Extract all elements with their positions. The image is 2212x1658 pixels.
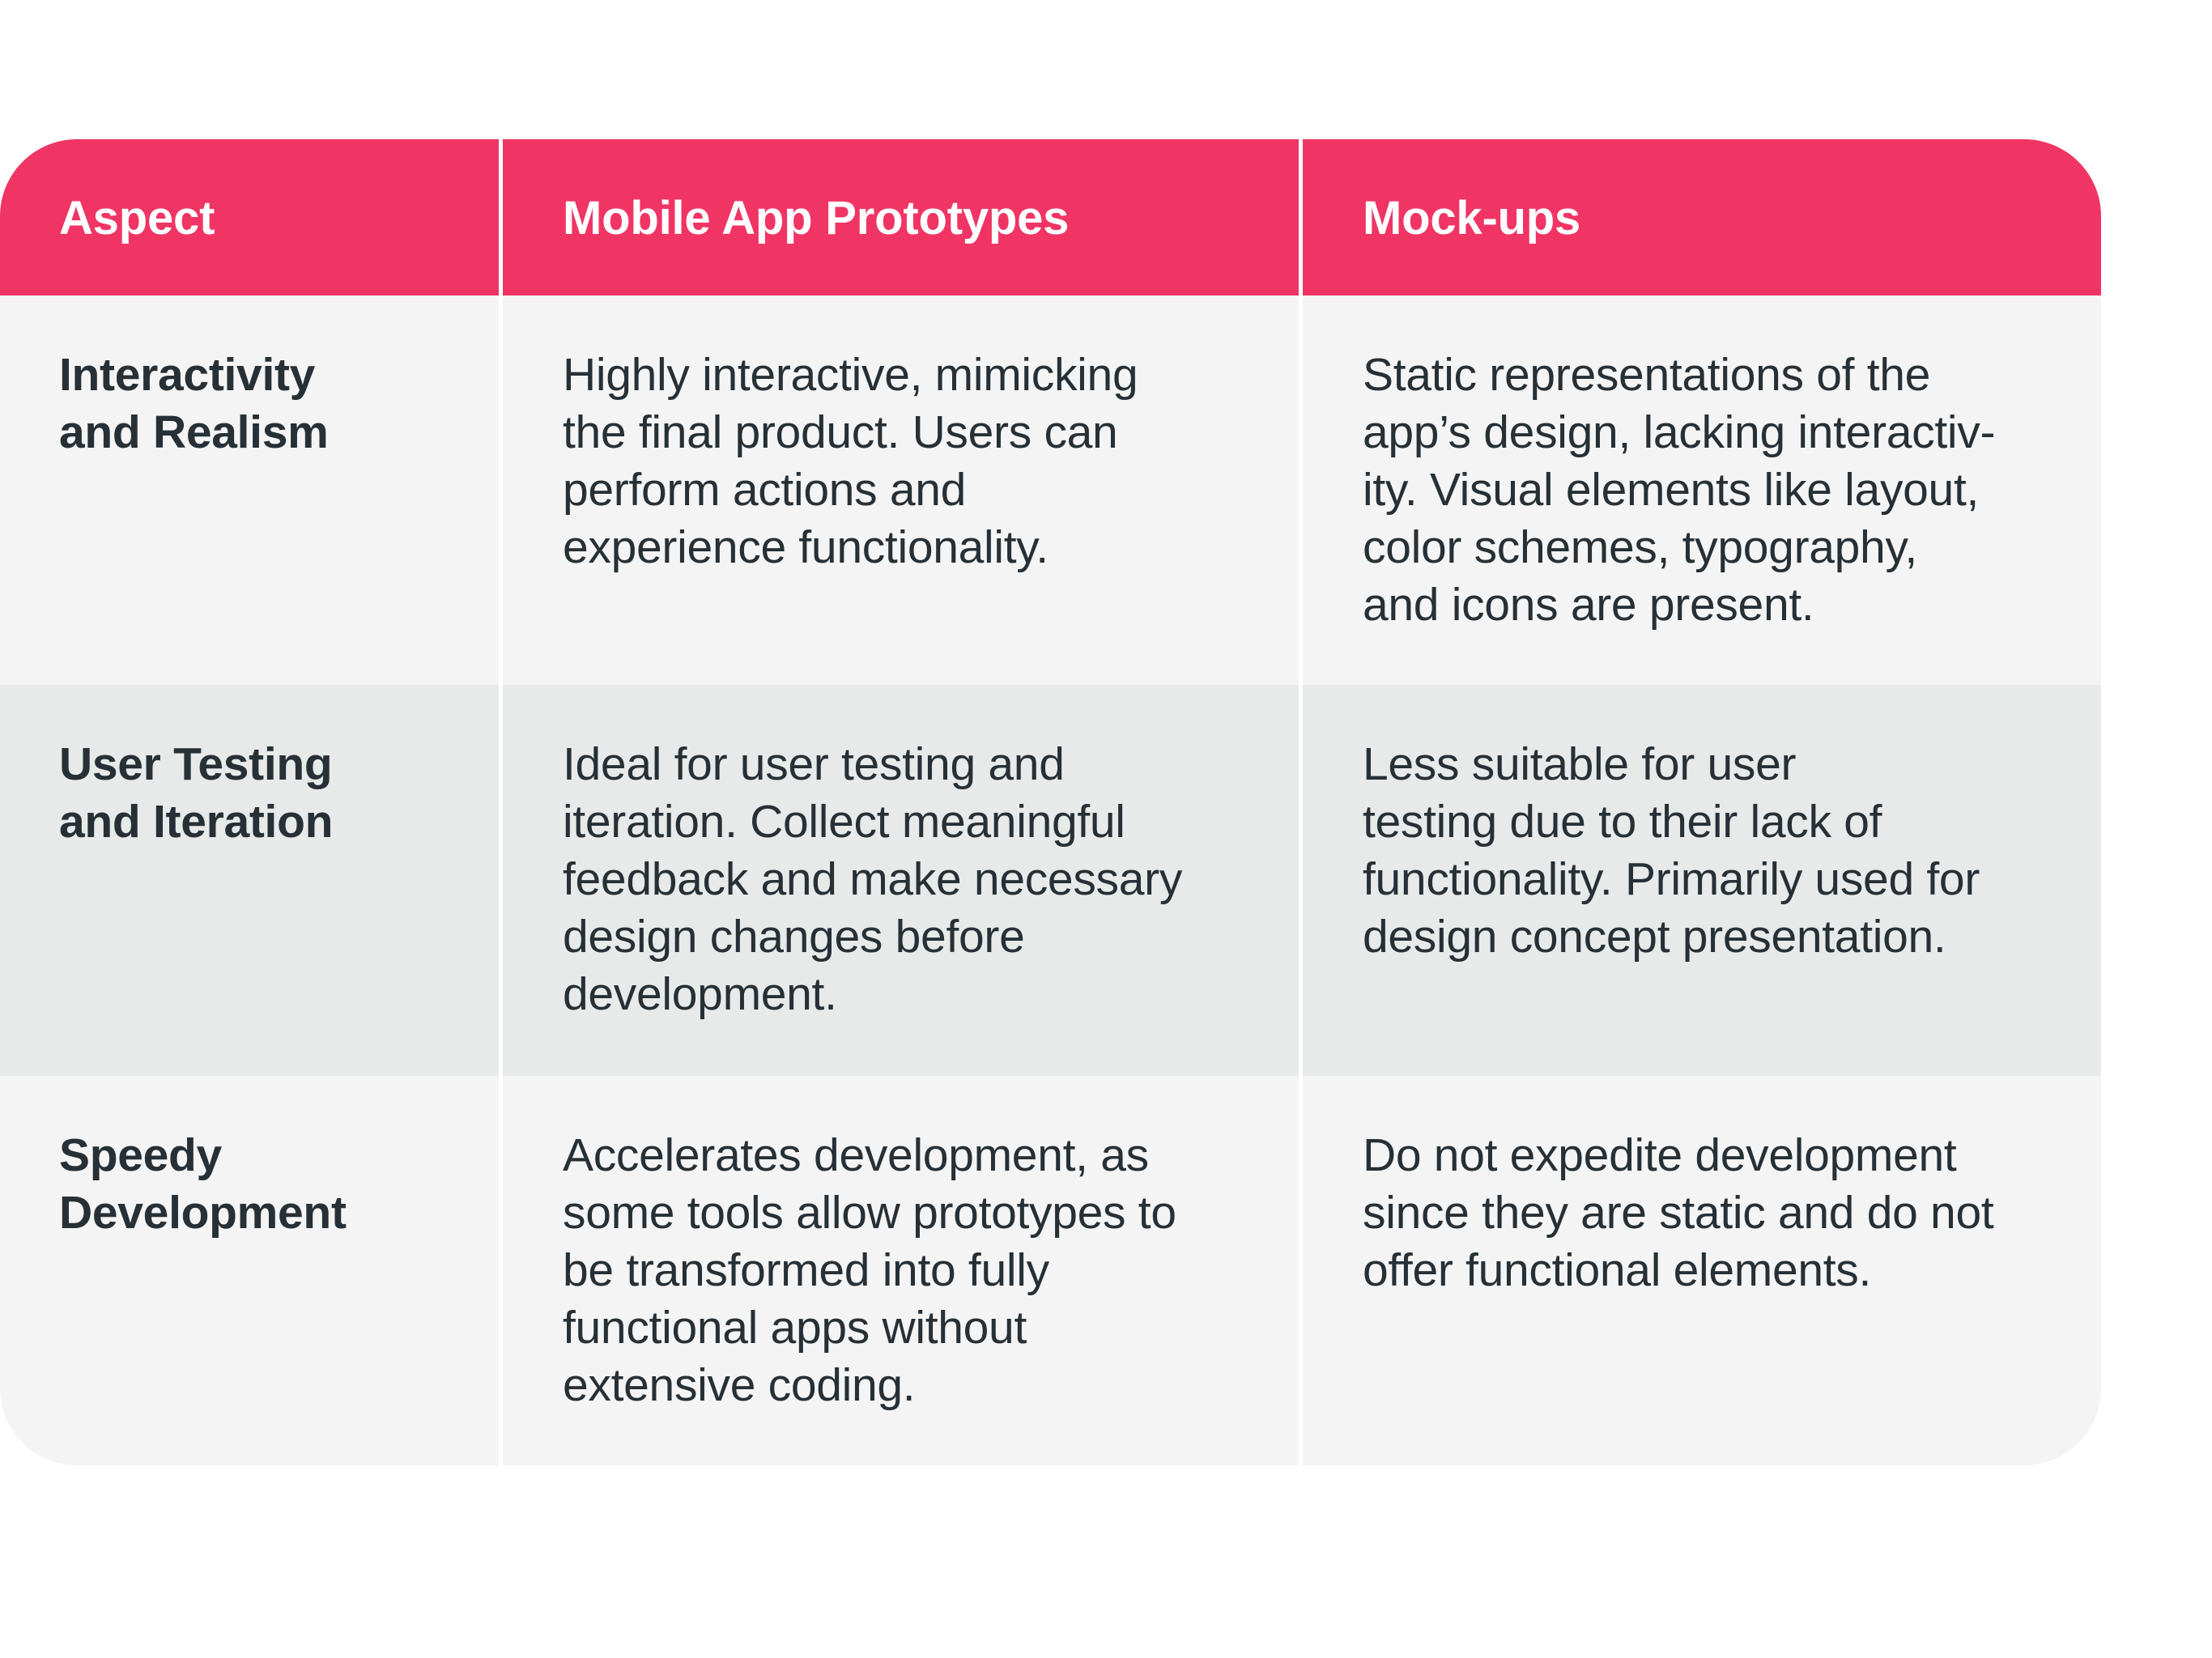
row-3-mockups-line: Do not expedite development [1363,1129,1957,1181]
row-3-prototypes-line: extensive coding. [563,1359,916,1411]
row-3-prototypes-line: functional apps without [563,1302,1027,1354]
row-2-prototypes: Ideal for user testing and iteration. Co… [503,685,1299,1076]
row-2-mockups-line: functionality. Primarily used for [1363,853,1980,905]
row-3-prototypes-line: Accelerates development, as [563,1129,1149,1181]
header-mobile-app-prototypes: Mobile App Prototypes [503,139,1299,295]
row-3-mockups: Do not expedite development since they a… [1303,1076,2101,1465]
row-2-mockups-line: testing due to their lack of [1363,796,1882,848]
row-3-aspect: Speedy Development [0,1076,499,1465]
row-1-mockups-line: color schemes, typography, [1363,521,1917,573]
row-2-prototypes-line: iteration. Collect meaningful [563,796,1125,848]
header-mock-ups: Mock-ups [1303,139,2101,295]
row-3-mockups-line: offer functional elements. [1363,1244,1872,1296]
row-1-aspect-line: and Realism [59,406,329,458]
row-1-mockups: Static representations of the app’s desi… [1303,295,2101,685]
row-2-aspect: User Testing and Iteration [0,685,499,1076]
row-1-prototypes-line: Highly interactive, mimicking [563,349,1138,401]
row-1-mockups-line: and icons are present. [1363,579,1814,631]
row-1-mockups-line: Static representations of the [1363,349,1931,401]
row-3-prototypes-line: some tools allow prototypes to [563,1187,1176,1239]
row-1-prototypes-line: the final product. Users can [563,406,1118,458]
header-mockups-label: Mock-ups [1363,192,1581,244]
header-prototypes-label: Mobile App Prototypes [563,192,1070,244]
row-3-mockups-line: since they are static and do not [1363,1187,1994,1239]
row-3-aspect-line: Speedy [59,1129,222,1181]
row-1-mockups-line: ity. Visual elements like layout, [1363,464,1980,516]
row-2-aspect-line: and Iteration [59,796,334,848]
row-2-mockups-line: design concept presentation. [1363,911,1946,963]
row-1-mockups-line: app’s design, lacking interactiv- [1363,406,1996,458]
row-1-aspect: Interactivity and Realism [0,295,499,685]
row-2-prototypes-line: Ideal for user testing and [563,738,1065,790]
header-aspect: Aspect [0,139,499,295]
row-2-prototypes-line: development. [563,968,837,1020]
row-2-prototypes-line: feedback and make necessary [563,853,1183,905]
row-3-aspect-line: Development [59,1187,347,1239]
row-3-prototypes: Accelerates development, as some tools a… [503,1076,1299,1465]
row-1-prototypes: Highly interactive, mimicking the final … [503,295,1299,685]
row-3-prototypes-line: be transformed into fully [563,1244,1049,1296]
comparison-table: Aspect Mobile App Prototypes Mock-ups In… [0,139,2101,1465]
row-1-prototypes-line: experience functionality. [563,521,1049,573]
row-2-prototypes-line: design changes before [563,911,1025,963]
header-aspect-label: Aspect [59,192,215,244]
row-2-aspect-line: User Testing [59,738,333,790]
row-2-mockups-line: Less suitable for user [1363,738,1797,790]
row-1-prototypes-line: perform actions and [563,464,967,516]
row-2-mockups: Less suitable for user testing due to th… [1303,685,2101,1076]
row-1-aspect-line: Interactivity [59,349,316,401]
